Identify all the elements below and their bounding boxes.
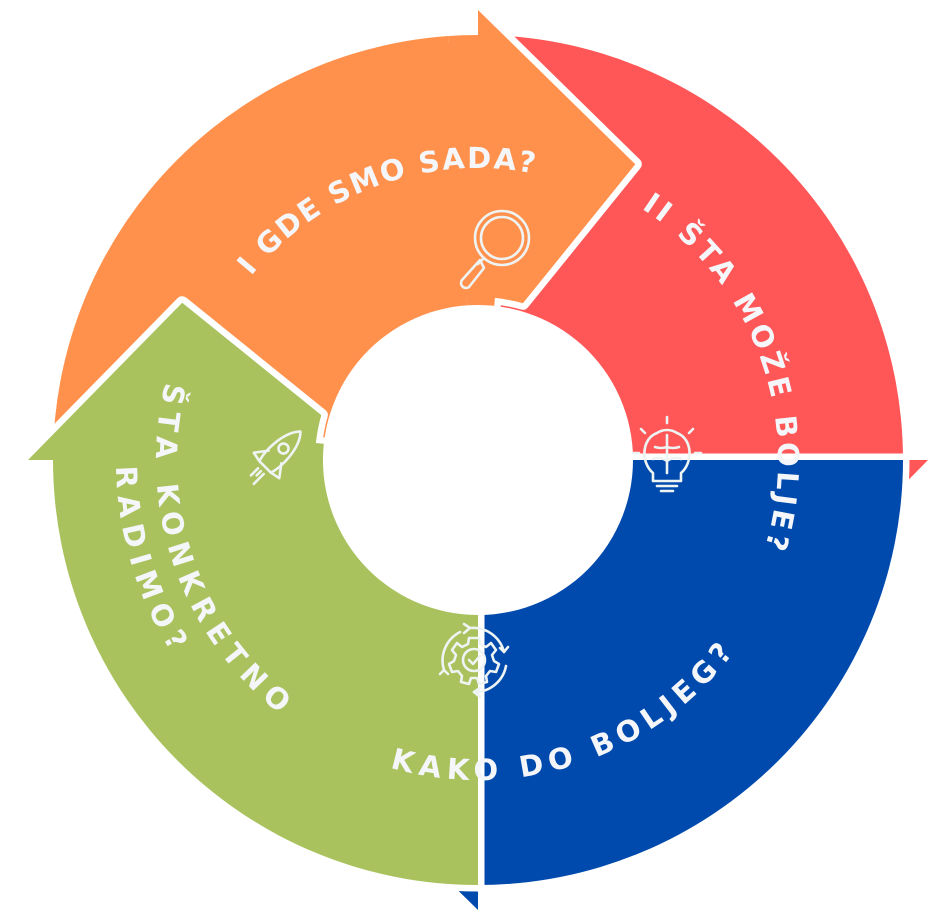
rocket-icon [249,430,302,486]
brain-lightbulb-icon [631,415,703,493]
step-1-arrow-orange [429,3,642,460]
gear-check-cycle-icon [438,622,510,699]
magnifier-icon [459,209,531,290]
step-4-arrow-green [21,296,485,892]
